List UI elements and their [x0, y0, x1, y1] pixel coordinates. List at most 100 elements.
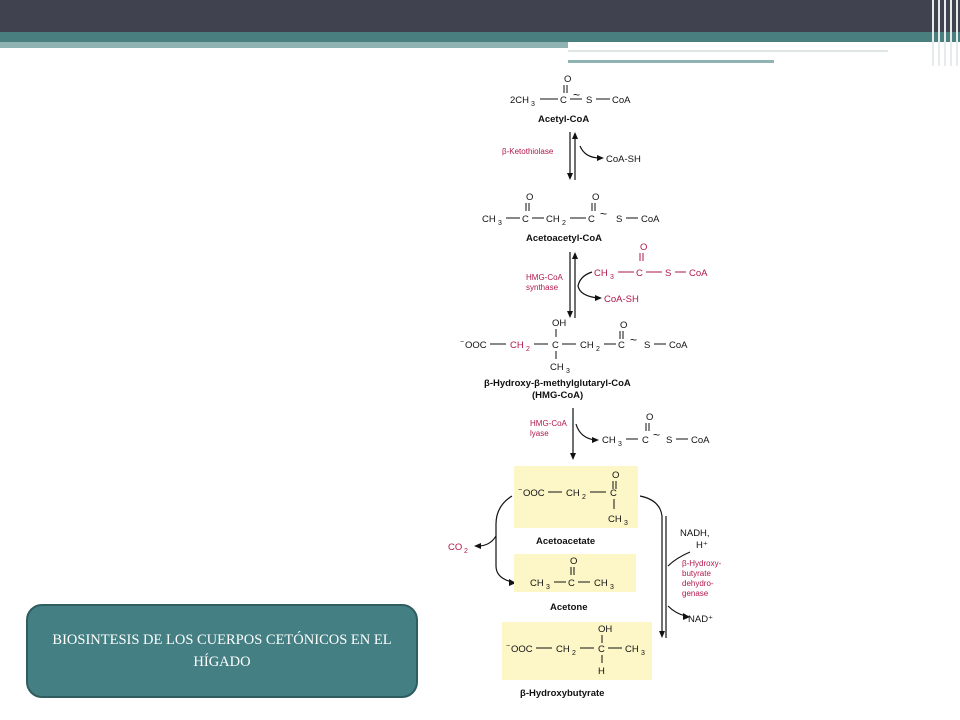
svg-text:dehydro-: dehydro-: [682, 579, 714, 588]
svg-text:O: O: [640, 242, 647, 253]
svg-text:O: O: [570, 556, 577, 567]
svg-text:OH: OH: [552, 318, 566, 329]
decarboxylation-branch: CO 2: [448, 495, 516, 586]
svg-text:CoA: CoA: [641, 214, 660, 225]
acetyl-coa-label: CoA: [612, 95, 631, 106]
svg-text:C: C: [636, 268, 643, 279]
svg-text:~: ~: [630, 333, 637, 347]
svg-text:CH: CH: [602, 435, 616, 446]
svg-text:CoA: CoA: [691, 435, 710, 446]
acetyl-ch3: 2CH: [510, 95, 529, 106]
svg-text:~: ~: [600, 207, 607, 221]
svg-text:−: −: [506, 643, 510, 650]
svg-text:2: 2: [562, 220, 566, 227]
svg-text:2: 2: [572, 650, 576, 657]
ketogenesis-pathway-diagram: O 2CH 3 C ~ S CoA Acetyl-CoA β-Ketothiol…: [448, 74, 722, 699]
hmg-coa-abbrev: (HMG-CoA): [532, 390, 583, 401]
svg-text:OOC: OOC: [523, 488, 545, 499]
svg-text:O: O: [526, 192, 533, 203]
svg-text:3: 3: [546, 584, 550, 591]
acetyl-coa-name: Acetyl-CoA: [538, 114, 589, 125]
coash-product-2: CoA-SH: [604, 294, 639, 305]
svg-text:O: O: [592, 192, 599, 203]
svg-text:3: 3: [624, 520, 628, 527]
svg-text:S: S: [666, 435, 672, 446]
svg-text:2: 2: [464, 548, 468, 555]
acetyl-sub3: 3: [531, 101, 535, 108]
h-plus-label: H⁺: [696, 540, 708, 551]
acetoacetate-name: Acetoacetate: [536, 536, 595, 547]
svg-text:CoA: CoA: [669, 340, 688, 351]
svg-text:C: C: [522, 214, 529, 225]
ketothiolase-step: β-Ketothiolase CoA-SH: [502, 132, 641, 180]
slide-caption-text: BIOSINTESIS DE LOS CUERPOS CETÓNICOS EN …: [52, 632, 392, 670]
svg-text:3: 3: [610, 584, 614, 591]
svg-text:C: C: [618, 340, 625, 351]
svg-text:C: C: [568, 578, 575, 589]
svg-text:2: 2: [582, 494, 586, 501]
hmg-coa-synthase-step: HMG-CoA synthase O CH 3 C S CoA CoA-SH: [526, 242, 708, 318]
acetone-structure: O CH 3 C CH 3 Acetone: [514, 554, 636, 613]
svg-text:β-Hydroxybutyrate: β-Hydroxybutyrate: [520, 688, 604, 699]
slide-accent-bar: [0, 32, 960, 42]
svg-text:O: O: [646, 412, 653, 423]
hmg-coa-structure: OH O − OOC CH 2 C CH 2 C ~ S CoA CH 3 β-…: [460, 318, 688, 401]
svg-text:CH: CH: [594, 268, 608, 279]
svg-text:CH: CH: [530, 578, 544, 589]
svg-text:OH: OH: [598, 624, 612, 635]
ketothiolase-label: -Ketothiolase: [507, 147, 554, 156]
svg-text:~: ~: [653, 428, 660, 442]
svg-text:lyase: lyase: [530, 429, 549, 438]
slide-accent-line-teal: [568, 60, 774, 63]
svg-text:3: 3: [610, 274, 614, 281]
hydroxybutyrate-name: -Hydroxybutyrate: [526, 688, 605, 699]
svg-text:C: C: [552, 340, 559, 351]
slide-corner-stripes: [930, 0, 960, 66]
svg-text:OOC: OOC: [465, 340, 487, 351]
svg-text:HMG-CoA: HMG-CoA: [530, 419, 568, 428]
slide-accent-line: [568, 50, 888, 52]
acetoacetate-highlight: [514, 466, 638, 528]
svg-text:CH: CH: [608, 514, 622, 525]
svg-text:H: H: [598, 666, 605, 677]
acetyl-coa-structure: O 2CH 3 C ~ S CoA Acetyl-CoA: [510, 74, 631, 125]
svg-text:β-Ketothiolase: β-Ketothiolase: [502, 147, 554, 156]
slide-accent-bar-light: [0, 42, 960, 48]
svg-text:CH: CH: [556, 644, 570, 655]
acetoacetate-structure: O − OOC CH 2 C CH 3 Acetoacetate: [514, 466, 638, 547]
slide-top-bar: [0, 0, 960, 32]
svg-text:C: C: [588, 214, 595, 225]
svg-text:O: O: [620, 320, 627, 331]
coash-product-1: CoA-SH: [606, 154, 641, 165]
svg-text:3: 3: [498, 220, 502, 227]
svg-text:C: C: [642, 435, 649, 446]
svg-text:CH: CH: [482, 214, 496, 225]
svg-text:CH: CH: [566, 488, 580, 499]
hydroxybutyrate-structure: OH − OOC CH 2 C CH 3 H β-Hydroxybutyrate: [502, 622, 652, 699]
svg-text:−: −: [460, 339, 464, 346]
hydroxybutyrate-highlight: [502, 622, 652, 680]
slide-accent-strip: [568, 42, 960, 64]
acetoacetyl-coa-structure: O O CH 3 C CH 2 C ~ S CoA Acetoacetyl-Co…: [482, 192, 660, 244]
svg-text:3: 3: [618, 441, 622, 448]
svg-text:CH: CH: [510, 340, 524, 351]
svg-text:2: 2: [526, 346, 530, 353]
svg-text:OOC: OOC: [511, 644, 533, 655]
svg-text:C: C: [598, 644, 605, 655]
acetyl-oxygen: O: [564, 74, 571, 85]
acetyl-carbon: C: [560, 95, 567, 106]
svg-text:β-Hydroxy-: β-Hydroxy-: [682, 559, 722, 568]
svg-text:CoA: CoA: [689, 268, 708, 279]
svg-text:CH: CH: [580, 340, 594, 351]
svg-text:3: 3: [566, 368, 570, 375]
svg-text:3: 3: [641, 650, 645, 657]
svg-text:genase: genase: [682, 589, 709, 598]
nadh-label: NADH,: [680, 528, 710, 539]
svg-text:β-Hydroxy-β-methylglutaryl-CoA: β-Hydroxy-β-methylglutaryl-CoA: [484, 378, 631, 389]
nad-plus-label: NAD⁺: [688, 614, 713, 625]
acetyl-sulfur: S: [586, 95, 592, 106]
svg-text:CH: CH: [594, 578, 608, 589]
svg-text:S: S: [665, 268, 671, 279]
svg-text:CH: CH: [550, 362, 564, 373]
hmg-synthase-label-2: synthase: [526, 283, 559, 292]
